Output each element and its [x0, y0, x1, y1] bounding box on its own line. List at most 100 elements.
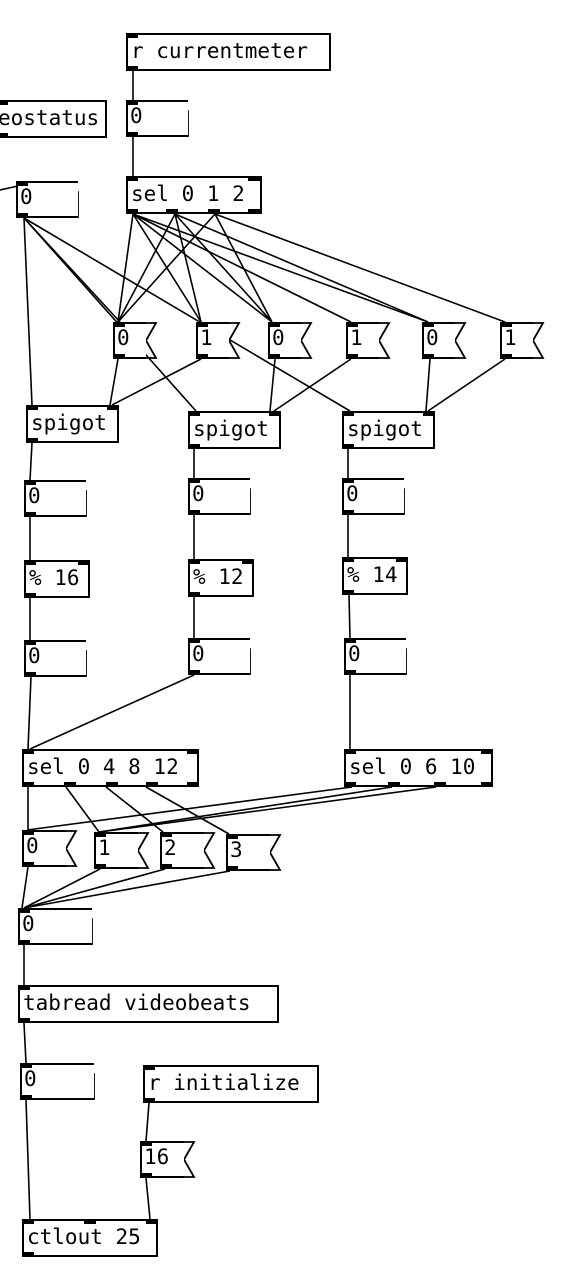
- outlet[interactable]: [18, 940, 30, 945]
- inlet[interactable]: [26, 405, 38, 410]
- receive-initialize-object[interactable]: r initialize: [143, 1065, 319, 1103]
- outlet[interactable]: [24, 593, 36, 598]
- message-beat-0[interactable]: 0: [22, 830, 66, 867]
- inlet[interactable]: [20, 1063, 32, 1068]
- inlet[interactable]: [84, 1219, 96, 1224]
- ctlout-25-object[interactable]: ctlout 25: [22, 1219, 158, 1257]
- inlet[interactable]: [248, 176, 260, 181]
- outlet[interactable]: [106, 782, 118, 787]
- number-box-left[interactable]: 0: [16, 181, 78, 218]
- outlet[interactable]: [187, 782, 199, 787]
- outlet[interactable]: [208, 209, 220, 214]
- inlet[interactable]: [18, 985, 30, 990]
- inlet[interactable]: [107, 405, 119, 410]
- outlet[interactable]: [342, 444, 354, 449]
- outlet[interactable]: [422, 354, 434, 359]
- inlet[interactable]: [16, 181, 28, 186]
- select-04812-object[interactable]: sel 0 4 8 12: [22, 749, 199, 787]
- message-beat-3[interactable]: 3: [226, 834, 270, 871]
- inlet[interactable]: [423, 411, 435, 416]
- inlet[interactable]: [22, 1219, 34, 1224]
- outlet[interactable]: [342, 510, 354, 515]
- outlet[interactable]: [24, 672, 36, 677]
- outlet[interactable]: [342, 590, 354, 595]
- outlet[interactable]: [22, 782, 34, 787]
- inlet[interactable]: [188, 411, 200, 416]
- number-box-a1[interactable]: 0: [24, 480, 86, 517]
- inlet[interactable]: [268, 322, 280, 327]
- outlet[interactable]: [64, 782, 76, 787]
- inlet[interactable]: [196, 322, 208, 327]
- inlet[interactable]: [146, 1219, 158, 1224]
- inlet[interactable]: [126, 100, 138, 105]
- outlet[interactable]: [188, 670, 200, 675]
- outlet[interactable]: [188, 444, 200, 449]
- number-box-c2[interactable]: 0: [344, 638, 406, 675]
- inlet[interactable]: [143, 1065, 155, 1070]
- number-box-a2[interactable]: 0: [24, 640, 86, 677]
- outlet[interactable]: [248, 209, 260, 214]
- inlet[interactable]: [113, 322, 125, 327]
- outlet[interactable]: [166, 209, 178, 214]
- outlet[interactable]: [140, 1173, 152, 1178]
- outlet[interactable]: [22, 862, 34, 867]
- outlet[interactable]: [146, 782, 158, 787]
- message-1-c[interactable]: 1: [500, 322, 533, 359]
- inlet[interactable]: [342, 557, 354, 562]
- select-012-object[interactable]: sel 0 1 2: [126, 176, 262, 214]
- outlet[interactable]: [188, 510, 200, 515]
- inlet[interactable]: [0, 100, 8, 105]
- outlet[interactable]: [344, 782, 356, 787]
- message-1-a[interactable]: 1: [196, 322, 229, 359]
- inlet[interactable]: [346, 322, 358, 327]
- outlet[interactable]: [16, 213, 28, 218]
- outlet[interactable]: [346, 354, 358, 359]
- number-box-b2[interactable]: 0: [188, 638, 250, 675]
- inlet[interactable]: [24, 560, 36, 565]
- inlet[interactable]: [24, 480, 36, 485]
- outlet[interactable]: [188, 592, 200, 597]
- outlet[interactable]: [500, 354, 512, 359]
- inlet[interactable]: [126, 33, 138, 38]
- outlet[interactable]: [113, 354, 125, 359]
- receive-currentmeter-object[interactable]: r currentmeter: [126, 33, 331, 71]
- outlet[interactable]: [388, 782, 400, 787]
- outlet[interactable]: [126, 132, 138, 137]
- select-0610-object[interactable]: sel 0 6 10: [344, 749, 493, 787]
- inlet[interactable]: [242, 559, 254, 564]
- message-0-c[interactable]: 0: [422, 322, 455, 359]
- outlet[interactable]: [20, 1095, 32, 1100]
- spigot-b-object[interactable]: spigot: [188, 411, 281, 449]
- inlet[interactable]: [22, 830, 34, 835]
- inlet[interactable]: [422, 322, 434, 327]
- outlet[interactable]: [481, 782, 493, 787]
- message-0-a[interactable]: 0: [113, 322, 146, 359]
- spigot-a-object[interactable]: spigot: [26, 405, 119, 443]
- inlet[interactable]: [396, 557, 408, 562]
- outlet[interactable]: [126, 66, 138, 71]
- message-beat-2[interactable]: 2: [160, 832, 204, 869]
- spigot-c-object[interactable]: spigot: [342, 411, 435, 449]
- inlet[interactable]: [94, 832, 106, 837]
- outlet[interactable]: [196, 354, 208, 359]
- inlet[interactable]: [342, 478, 354, 483]
- modulo-14-object[interactable]: % 14: [342, 557, 408, 595]
- number-box-c1[interactable]: 0: [342, 478, 404, 515]
- message-1-b[interactable]: 1: [346, 322, 379, 359]
- tabread-videobeats-object[interactable]: tabread videobeats: [18, 985, 279, 1023]
- inlet[interactable]: [344, 638, 356, 643]
- message-0-b[interactable]: 0: [268, 322, 301, 359]
- number-box-meter[interactable]: 0: [126, 100, 188, 137]
- outlet[interactable]: [94, 864, 106, 869]
- outlet[interactable]: [344, 670, 356, 675]
- outlet[interactable]: [24, 512, 36, 517]
- inlet[interactable]: [500, 322, 512, 327]
- inlet[interactable]: [140, 1141, 152, 1146]
- inlet[interactable]: [78, 560, 90, 565]
- outlet[interactable]: [226, 866, 238, 871]
- inlet[interactable]: [344, 749, 356, 754]
- outlet[interactable]: [143, 1098, 155, 1103]
- modulo-16-object[interactable]: % 16: [24, 560, 90, 598]
- outlet[interactable]: [160, 864, 172, 869]
